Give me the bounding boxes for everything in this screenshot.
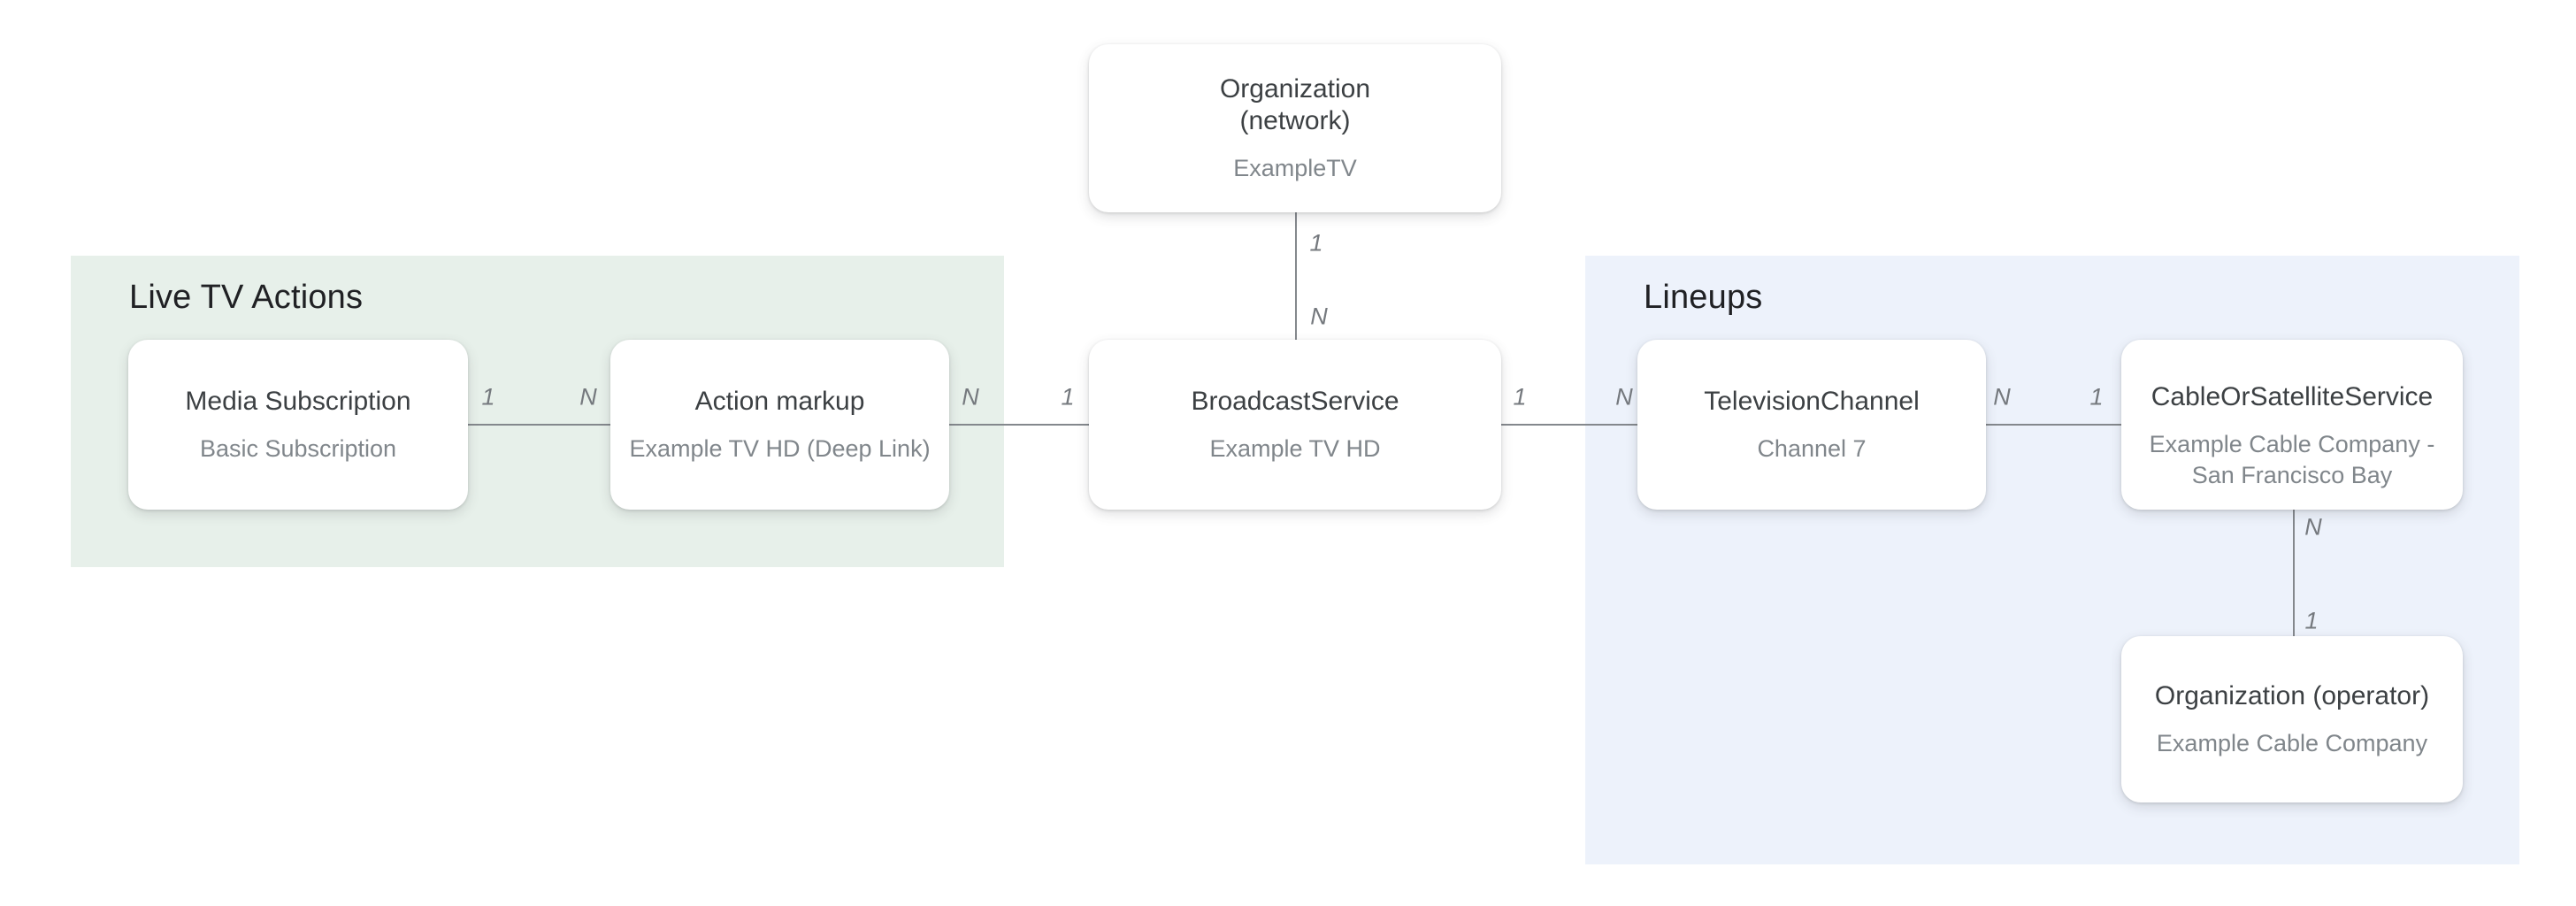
cardinality-label-network-to-broadcast-top: 1	[1309, 229, 1323, 257]
connector-broadcast-to-channel	[1501, 424, 1637, 426]
cardinality-label-cable-to-operator-top: N	[2304, 513, 2322, 541]
cardinality-label-channel-to-cable-left: N	[1993, 383, 2011, 411]
node-broadcast-service: BroadcastService Example TV HD	[1089, 340, 1501, 510]
cardinality-label-broadcast-to-channel-right: N	[1615, 383, 1633, 411]
node-title: Organization (operator)	[2154, 680, 2430, 710]
node-action-markup: Action markup Example TV HD (Deep Link)	[610, 340, 949, 510]
node-title: Media Subscription	[185, 386, 411, 416]
node-title: TelevisionChannel	[1704, 386, 1920, 416]
cardinality-label-media-to-action-left: 1	[481, 383, 495, 411]
connector-cable-to-operator	[2293, 510, 2295, 636]
cardinality-label-channel-to-cable-right: 1	[2089, 383, 2104, 411]
node-title: Action markup	[694, 386, 865, 416]
node-organization-operator: Organization (operator) Example Cable Co…	[2121, 636, 2463, 802]
connector-channel-to-cable	[1986, 424, 2123, 426]
node-organization-network: Organization (network) ExampleTV	[1089, 44, 1501, 212]
cardinality-label-broadcast-to-channel-left: 1	[1513, 383, 1527, 411]
node-subtitle: Channel 7	[1757, 434, 1867, 462]
cardinality-label-media-to-action-right: N	[579, 383, 597, 411]
node-title: CableOrSatelliteService	[2150, 382, 2434, 411]
node-subtitle: Example TV HD	[1209, 434, 1381, 462]
node-subtitle: Example Cable Company - San Francisco Ba…	[2149, 431, 2435, 488]
node-title: Organization (network)	[1219, 73, 1371, 135]
section-title-live-tv-actions: Live TV Actions	[129, 279, 364, 316]
cardinality-label-cable-to-operator-bottom: 1	[2304, 607, 2319, 634]
node-subtitle: Basic Subscription	[199, 434, 397, 462]
node-television-channel: TelevisionChannel Channel 7	[1637, 340, 1986, 510]
section-title-lineups: Lineups	[1644, 279, 1763, 316]
node-cable-or-satellite-service: CableOrSatelliteService Example Cable Co…	[2121, 340, 2463, 510]
connector-action-to-broadcast	[949, 424, 1089, 426]
connector-network-to-broadcast	[1295, 212, 1297, 340]
node-title: BroadcastService	[1191, 386, 1399, 416]
node-subtitle: Example Cable Company	[2156, 729, 2428, 756]
cardinality-label-action-to-broadcast-right: 1	[1061, 383, 1075, 411]
cardinality-label-action-to-broadcast-left: N	[962, 383, 979, 411]
connector-media-to-action	[468, 424, 610, 426]
cardinality-label-network-to-broadcast-bottom: N	[1310, 303, 1328, 330]
node-media-subscription: Media Subscription Basic Subscription	[128, 340, 468, 510]
node-subtitle: Example TV HD (Deep Link)	[629, 434, 931, 462]
node-subtitle: ExampleTV	[1233, 154, 1357, 181]
